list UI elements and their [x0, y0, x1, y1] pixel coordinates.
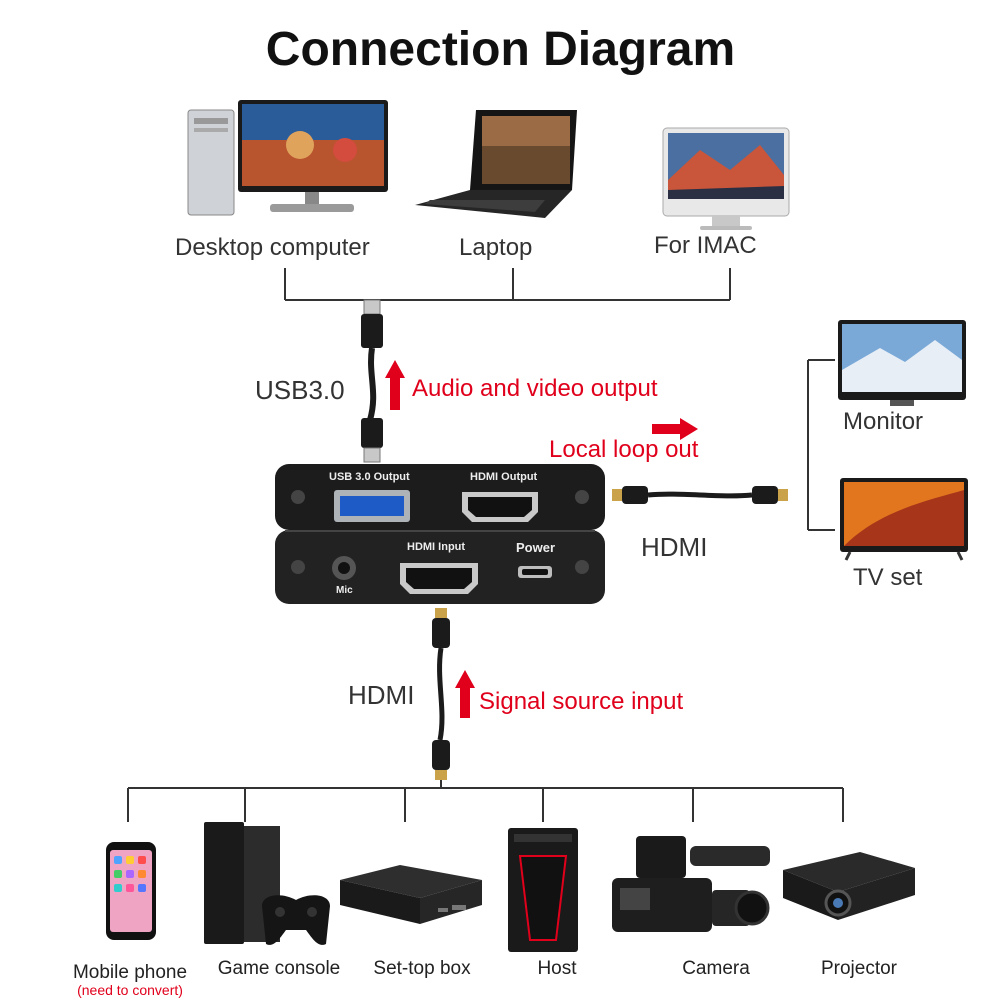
desktop-computer-icon — [187, 100, 388, 216]
note-need-to-convert: (need to convert) — [77, 982, 183, 998]
port-label-hdmi-output: HDMI Output — [470, 471, 538, 483]
label-tv-set: TV set — [853, 564, 923, 591]
port-label-mic: Mic — [336, 585, 353, 596]
label-monitor: Monitor — [843, 408, 924, 435]
laptop-icon — [415, 110, 577, 218]
host-pc-icon — [508, 828, 578, 952]
label-camera: Camera — [682, 958, 750, 979]
label-local-loop-out: Local loop out — [549, 436, 699, 463]
arrow-up-output-icon — [385, 360, 405, 410]
label-set-top-box: Set-top box — [373, 958, 471, 979]
right-connector-lines — [807, 359, 835, 531]
label-imac: For IMAC — [654, 232, 757, 259]
arrow-right-loop-icon — [652, 418, 698, 440]
label-hdmi-input-cable: HDMI — [348, 680, 415, 710]
label-mobile-phone: Mobile phone — [72, 962, 188, 983]
label-signal-source-input: Signal source input — [479, 688, 684, 715]
label-desktop-computer: Desktop computer — [175, 234, 370, 261]
label-game-console: Game console — [217, 958, 341, 979]
bottom-connector-lines — [127, 780, 844, 822]
arrow-up-input-icon — [455, 670, 475, 718]
port-label-hdmi-input: HDMI Input — [407, 541, 466, 553]
label-host: Host — [537, 958, 577, 979]
label-audio-video-output: Audio and video output — [412, 375, 658, 402]
diagram-title: Connection Diagram — [265, 23, 736, 76]
label-usb3: USB3.0 — [255, 375, 345, 405]
mobile-phone-icon — [106, 842, 156, 940]
game-console-icon — [204, 822, 330, 945]
imac-icon — [662, 127, 790, 230]
usb-cable-icon — [361, 299, 383, 463]
set-top-box-icon — [340, 865, 482, 924]
port-label-usb-output: USB 3.0 Output — [329, 471, 410, 483]
label-laptop: Laptop — [459, 234, 533, 261]
hdmi-loop-cable-icon — [612, 486, 788, 504]
top-connector-lines — [284, 268, 731, 301]
label-projector: Projector — [820, 958, 898, 979]
monitor-icon — [838, 320, 966, 406]
label-hdmi-loop: HDMI — [641, 532, 708, 562]
port-label-power: Power — [516, 540, 556, 555]
tv-icon — [840, 478, 968, 561]
camera-icon — [612, 836, 770, 932]
capture-device-icon — [275, 464, 605, 604]
hdmi-input-cable-icon — [432, 608, 450, 780]
projector-icon — [783, 852, 915, 920]
